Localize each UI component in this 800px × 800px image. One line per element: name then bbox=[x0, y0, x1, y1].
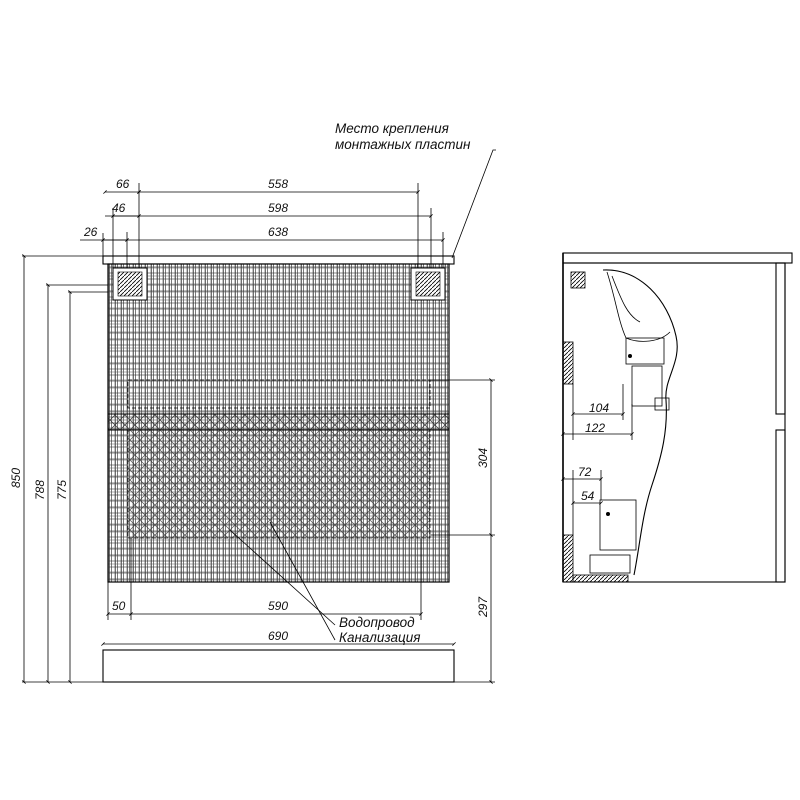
dim-598: 598 bbox=[268, 201, 288, 215]
dim-54: 54 bbox=[581, 489, 595, 503]
side-cabinet-body bbox=[562, 262, 786, 583]
dim-50: 50 bbox=[112, 599, 126, 613]
label-sewer: Канализация bbox=[339, 630, 420, 645]
dim-690: 690 bbox=[268, 629, 288, 643]
dim-46: 46 bbox=[112, 201, 126, 215]
sink-bowl-profile bbox=[602, 269, 678, 576]
dim-297: 297 bbox=[476, 596, 490, 618]
dim-66: 66 bbox=[116, 177, 130, 191]
dim-558: 558 bbox=[268, 177, 288, 191]
dim-104: 104 bbox=[589, 401, 609, 415]
dim-638: 638 bbox=[268, 225, 288, 239]
side-door-upper bbox=[775, 262, 786, 415]
label-mounting-line1: Место крепления bbox=[335, 121, 449, 136]
label-water-supply: Водопровод bbox=[339, 615, 415, 630]
dim-788: 788 bbox=[33, 480, 47, 500]
side-door-lower bbox=[775, 429, 786, 583]
dim-122: 122 bbox=[585, 421, 605, 435]
side-countertop bbox=[562, 252, 793, 264]
dim-304: 304 bbox=[476, 448, 490, 468]
front-countertop bbox=[102, 255, 455, 265]
dim-26: 26 bbox=[83, 225, 98, 239]
side-view: 104 122 72 54 bbox=[561, 252, 793, 583]
dim-850: 850 bbox=[9, 468, 23, 488]
dim-72: 72 bbox=[578, 465, 592, 479]
drawer-divider bbox=[107, 413, 450, 431]
dim-590: 590 bbox=[268, 599, 288, 613]
front-view: Место крепления монтажных пластин Водопр… bbox=[9, 121, 496, 684]
dim-775: 775 bbox=[55, 480, 69, 500]
label-mounting-line2: монтажных пластин bbox=[335, 137, 471, 152]
front-plinth bbox=[102, 649, 455, 683]
